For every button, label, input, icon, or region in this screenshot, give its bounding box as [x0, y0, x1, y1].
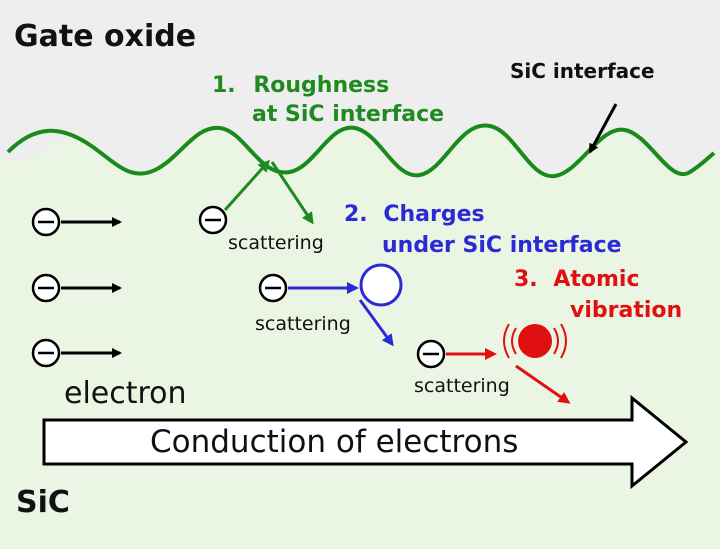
scattered-arrow-green [270, 161, 314, 225]
gate-oxide-label: Gate oxide [14, 19, 196, 54]
electron-icon [31, 273, 61, 303]
conduction-label: Conduction of electrons [150, 424, 518, 460]
electron-icon [31, 207, 61, 237]
charge-scattering: scattering [255, 263, 403, 347]
scattering-label-2: scattering [255, 313, 351, 335]
scattered-arrow-red [515, 364, 571, 404]
open-circle-icon [359, 263, 403, 307]
sic-interface-pointer [588, 103, 618, 154]
sic-interface-line [6, 123, 716, 179]
mechanism-1-title: Roughness [253, 73, 389, 98]
vibration-scattering: scattering [414, 323, 571, 404]
mechanism-3-title: Atomic [553, 267, 639, 292]
electron-icon [198, 205, 228, 235]
mechanism-2-number: 2. [344, 202, 368, 227]
scattered-arrow-blue [358, 299, 394, 347]
scattering-label-1: scattering [228, 232, 324, 254]
mechanism-2-title: Charges [383, 202, 484, 227]
electron-label: electron [64, 376, 187, 411]
sic-region [0, 126, 720, 549]
electron-group-left [31, 207, 122, 368]
sic-label: SiC [16, 485, 70, 520]
scattering-label-3: scattering [414, 375, 510, 397]
incident-arrow-green [223, 159, 271, 212]
electron-icon [416, 339, 446, 369]
mechanism-3-line1: 3. Atomic [514, 267, 640, 292]
roughness-scattering: scattering [198, 159, 324, 254]
vibrating-atom-icon [503, 323, 567, 359]
mechanism-2-line1: 2. Charges [344, 202, 485, 227]
mechanism-1-number: 1. [212, 73, 236, 98]
conduction-arrow [42, 394, 689, 490]
mechanism-3-line2: vibration [570, 298, 682, 323]
electron-icon [31, 338, 61, 368]
mechanism-3-number: 3. [514, 267, 538, 292]
mechanism-1-line1: 1. Roughness [212, 73, 389, 98]
mechanism-1-line2: at SiC interface [252, 102, 444, 127]
sic-interface-label: SiC interface [510, 59, 655, 83]
electron-icon [258, 273, 288, 303]
mechanism-2-line2: under SiC interface [382, 233, 622, 258]
